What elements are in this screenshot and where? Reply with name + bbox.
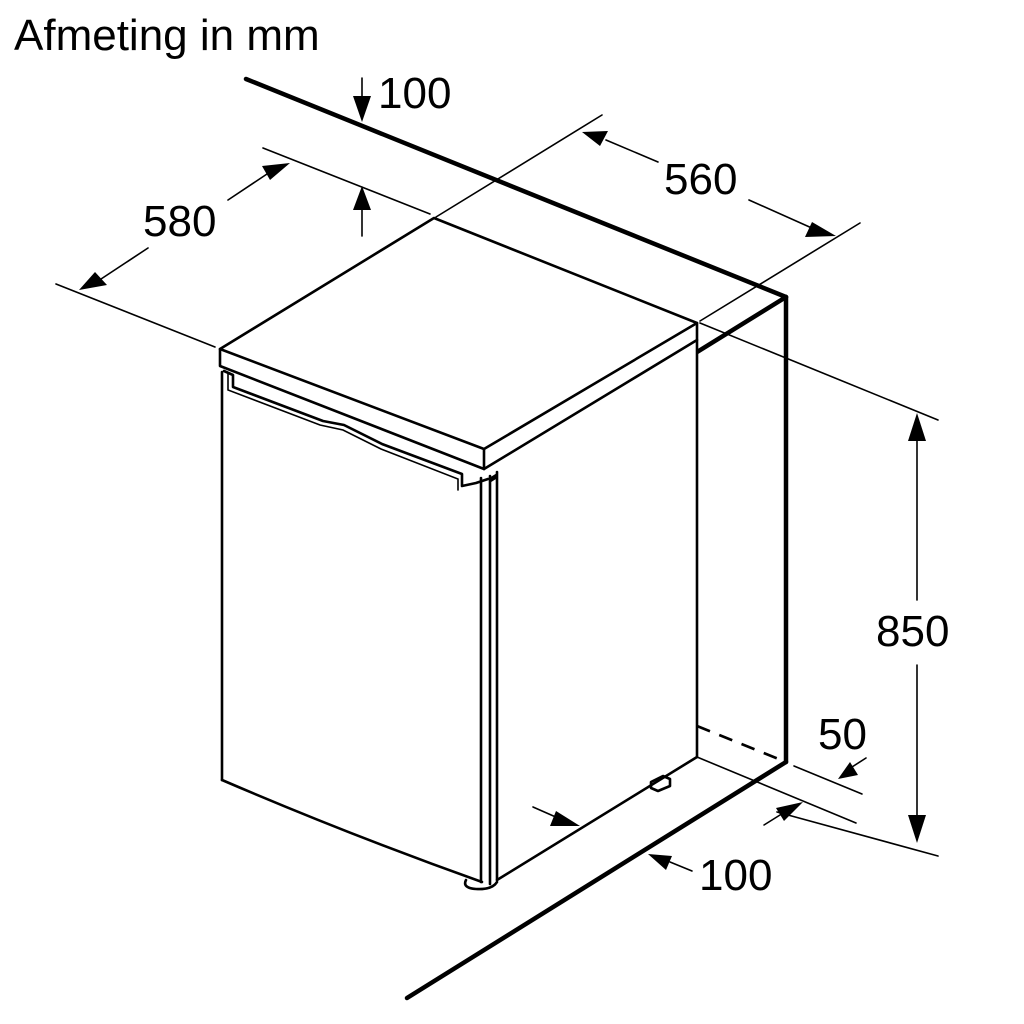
diagram-title: Afmeting in mm <box>14 11 320 60</box>
niche-top-back-edge <box>243 76 789 300</box>
label-rear-gap: 50 <box>818 710 867 759</box>
door-handle <box>222 369 490 488</box>
dimension-base-clearance <box>532 806 693 872</box>
label-base-clearance: 100 <box>699 851 773 900</box>
rear-foot <box>649 774 672 793</box>
dimension-height <box>699 322 939 857</box>
door-bottom-edge <box>220 778 484 884</box>
niche-floor-edge <box>404 759 789 1001</box>
front-foot <box>463 878 499 891</box>
appliance-body <box>218 216 857 891</box>
hidden-rear-edge <box>696 724 787 764</box>
lid-front-edge <box>218 347 486 471</box>
dimension-width <box>435 114 861 322</box>
label-width: 560 <box>664 155 738 204</box>
label-height: 850 <box>876 607 950 656</box>
label-depth: 580 <box>143 197 217 246</box>
dimension-depth <box>55 147 431 348</box>
dimension-rear-gap <box>763 757 867 826</box>
label-top-clearance: 100 <box>378 69 452 118</box>
dimension-top-clearance <box>353 77 371 237</box>
